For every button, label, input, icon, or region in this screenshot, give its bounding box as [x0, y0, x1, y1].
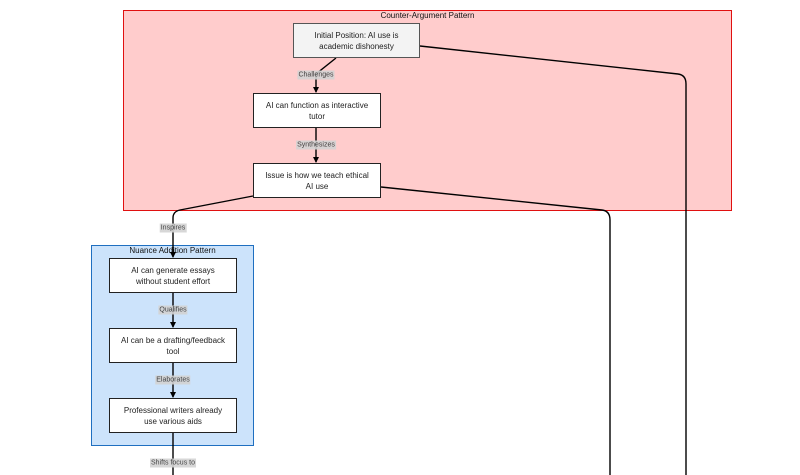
edge-label-synthesizes: Synthesizes [296, 140, 336, 150]
professional-writers-node: Professional writers already use various… [109, 398, 237, 433]
counter-argument-cluster-title: Counter-Argument Pattern [380, 11, 475, 20]
edge-label-inspires: Inspires [159, 223, 187, 233]
drafting-tool-node: AI can be a drafting/feedback tool [109, 328, 237, 363]
edge-label-elaborates: Elaborates [155, 375, 191, 385]
teach-ethical-ai-node: Issue is how we teach ethical AI use [253, 163, 381, 198]
edge-label-shifts-focus: Shifts focus to [150, 458, 196, 468]
edge-label-qualifies: Qualifies [158, 305, 188, 315]
nuance-addition-cluster-title: Nuance Addition Pattern [129, 246, 216, 255]
edge-ethical-long [380, 186, 611, 475]
counter-argument-cluster: Counter-Argument Pattern [123, 10, 732, 211]
interactive-tutor-node: AI can function as interactive tutor [253, 93, 381, 128]
generate-essays-node: AI can generate essays without student e… [109, 258, 237, 293]
edge-label-challenges: Challenges [297, 70, 335, 80]
initial-position-node: Initial Position: AI use is academic dis… [293, 23, 420, 58]
